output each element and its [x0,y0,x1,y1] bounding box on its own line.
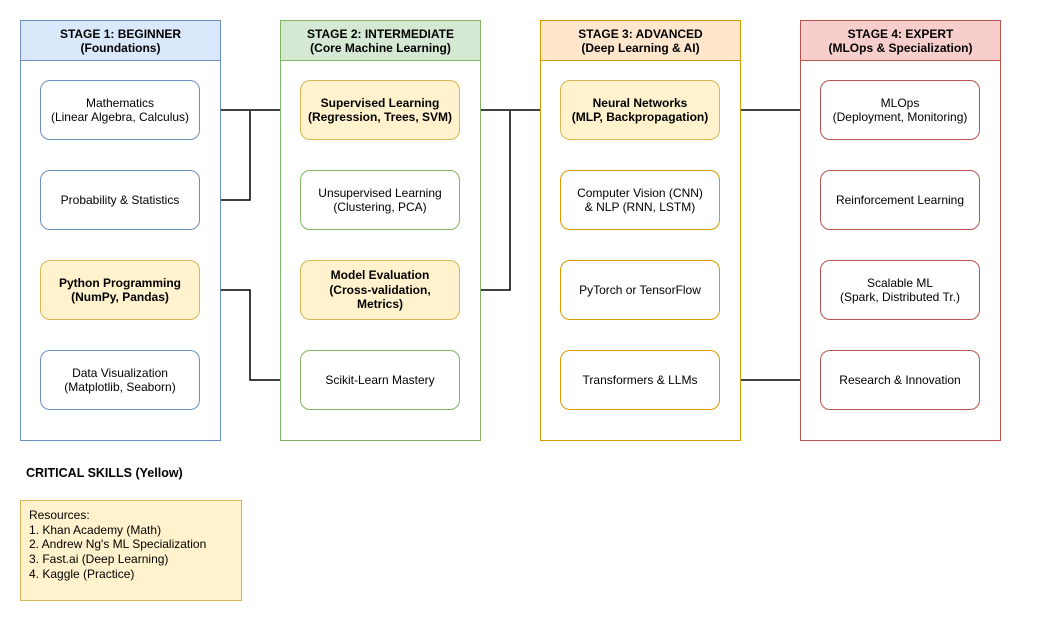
node-label: Mathematics [85,95,155,110]
stage-1-container: STAGE 1: BEGINNER (Foundations) Mathemat… [20,20,221,441]
node-reinforcement-learning: Reinforcement Learning [820,170,980,230]
node-data-visualization: Data Visualization (Matplotlib, Seaborn) [40,350,200,410]
node-label: Probability & Statistics [60,192,180,207]
node-label: Python Programming [58,275,181,290]
node-supervised-learning: Supervised Learning (Regression, Trees, … [300,80,460,140]
node-label: Computer Vision (CNN) [577,185,703,200]
resource-item: 2. Andrew Ng's ML Specialization [29,537,207,552]
node-sublabel: (Regression, Trees, SVM) [307,110,453,124]
node-label: Neural Networks [592,95,688,110]
node-sublabel: (MLP, Backpropagation) [571,110,709,124]
node-sublabel: (Clustering, PCA) [333,200,427,214]
node-sublabel: (Linear Algebra, Calculus) [50,110,190,124]
node-python-programming: Python Programming (NumPy, Pandas) [40,260,200,320]
stage-2-title: STAGE 2: INTERMEDIATE [307,26,454,41]
node-label: PyTorch or TensorFlow [579,282,701,297]
stage-4-subtitle: (MLOps & Specialization) [828,40,973,55]
stage-2-container: STAGE 2: INTERMEDIATE (Core Machine Lear… [280,20,481,441]
stage-4-container: STAGE 4: EXPERT (MLOps & Specialization)… [800,20,1001,441]
node-sublabel: & NLP (RNN, LSTM) [584,200,696,214]
node-sublabel: (Matplotlib, Seaborn) [64,380,176,394]
node-sublabel: (Spark, Distributed Tr.) [839,290,961,304]
stage-3-container: STAGE 3: ADVANCED (Deep Learning & AI) N… [540,20,741,441]
stage-2-subtitle: (Core Machine Learning) [310,40,451,55]
stage-3-subtitle: (Deep Learning & AI) [581,40,700,55]
node-probability-statistics: Probability & Statistics [40,170,200,230]
node-sublabel: (NumPy, Pandas) [71,290,169,304]
node-transformers-llms: Transformers & LLMs [560,350,720,410]
resources-box: Resources: 1. Khan Academy (Math) 2. And… [20,500,242,601]
stage-4-title: STAGE 4: EXPERT [847,26,954,41]
resources-title: Resources: [29,508,90,522]
node-label: Scalable ML [866,275,934,290]
node-label: Unsupervised Learning [318,185,442,200]
node-label: Supervised Learning [320,95,440,110]
stage-3-title: STAGE 3: ADVANCED [578,26,703,41]
node-scikit-learn-mastery: Scikit-Learn Mastery [300,350,460,410]
node-label: Research & Innovation [839,372,961,387]
node-neural-networks: Neural Networks (MLP, Backpropagation) [560,80,720,140]
node-mlops: MLOps (Deployment, Monitoring) [820,80,980,140]
node-label: MLOps [880,95,920,110]
node-mathematics: Mathematics (Linear Algebra, Calculus) [40,80,200,140]
node-pytorch-tensorflow: PyTorch or TensorFlow [560,260,720,320]
node-sublabel: (Cross-validation, Metrics) [329,282,431,312]
node-label: Scikit-Learn Mastery [325,372,435,387]
node-label: Data Visualization [72,365,168,380]
node-research-innovation: Research & Innovation [820,350,980,410]
stage-1-subtitle: (Foundations) [80,40,161,55]
critical-skills-legend: CRITICAL SKILLS (Yellow) [26,466,183,480]
node-scalable-ml: Scalable ML (Spark, Distributed Tr.) [820,260,980,320]
stage-4-header: STAGE 4: EXPERT (MLOps & Specialization) [801,21,1000,61]
node-label: Transformers & LLMs [582,372,698,387]
node-sublabel: (Deployment, Monitoring) [832,110,968,124]
stage-3-header: STAGE 3: ADVANCED (Deep Learning & AI) [541,21,740,61]
node-computer-vision-nlp: Computer Vision (CNN) & NLP (RNN, LSTM) [560,170,720,230]
node-model-evaluation: Model Evaluation (Cross-validation, Metr… [300,260,460,320]
node-unsupervised-learning: Unsupervised Learning (Clustering, PCA) [300,170,460,230]
stage-1-title: STAGE 1: BEGINNER [59,26,182,41]
resource-item: 1. Khan Academy (Math) [29,522,162,537]
resource-item: 3. Fast.ai (Deep Learning) [29,552,169,567]
stage-1-header: STAGE 1: BEGINNER (Foundations) [21,21,220,61]
node-label: Model Evaluation [330,268,430,283]
resource-item: 4. Kaggle (Practice) [29,566,135,581]
node-label: Reinforcement Learning [835,192,965,207]
stage-2-header: STAGE 2: INTERMEDIATE (Core Machine Lear… [281,21,480,61]
